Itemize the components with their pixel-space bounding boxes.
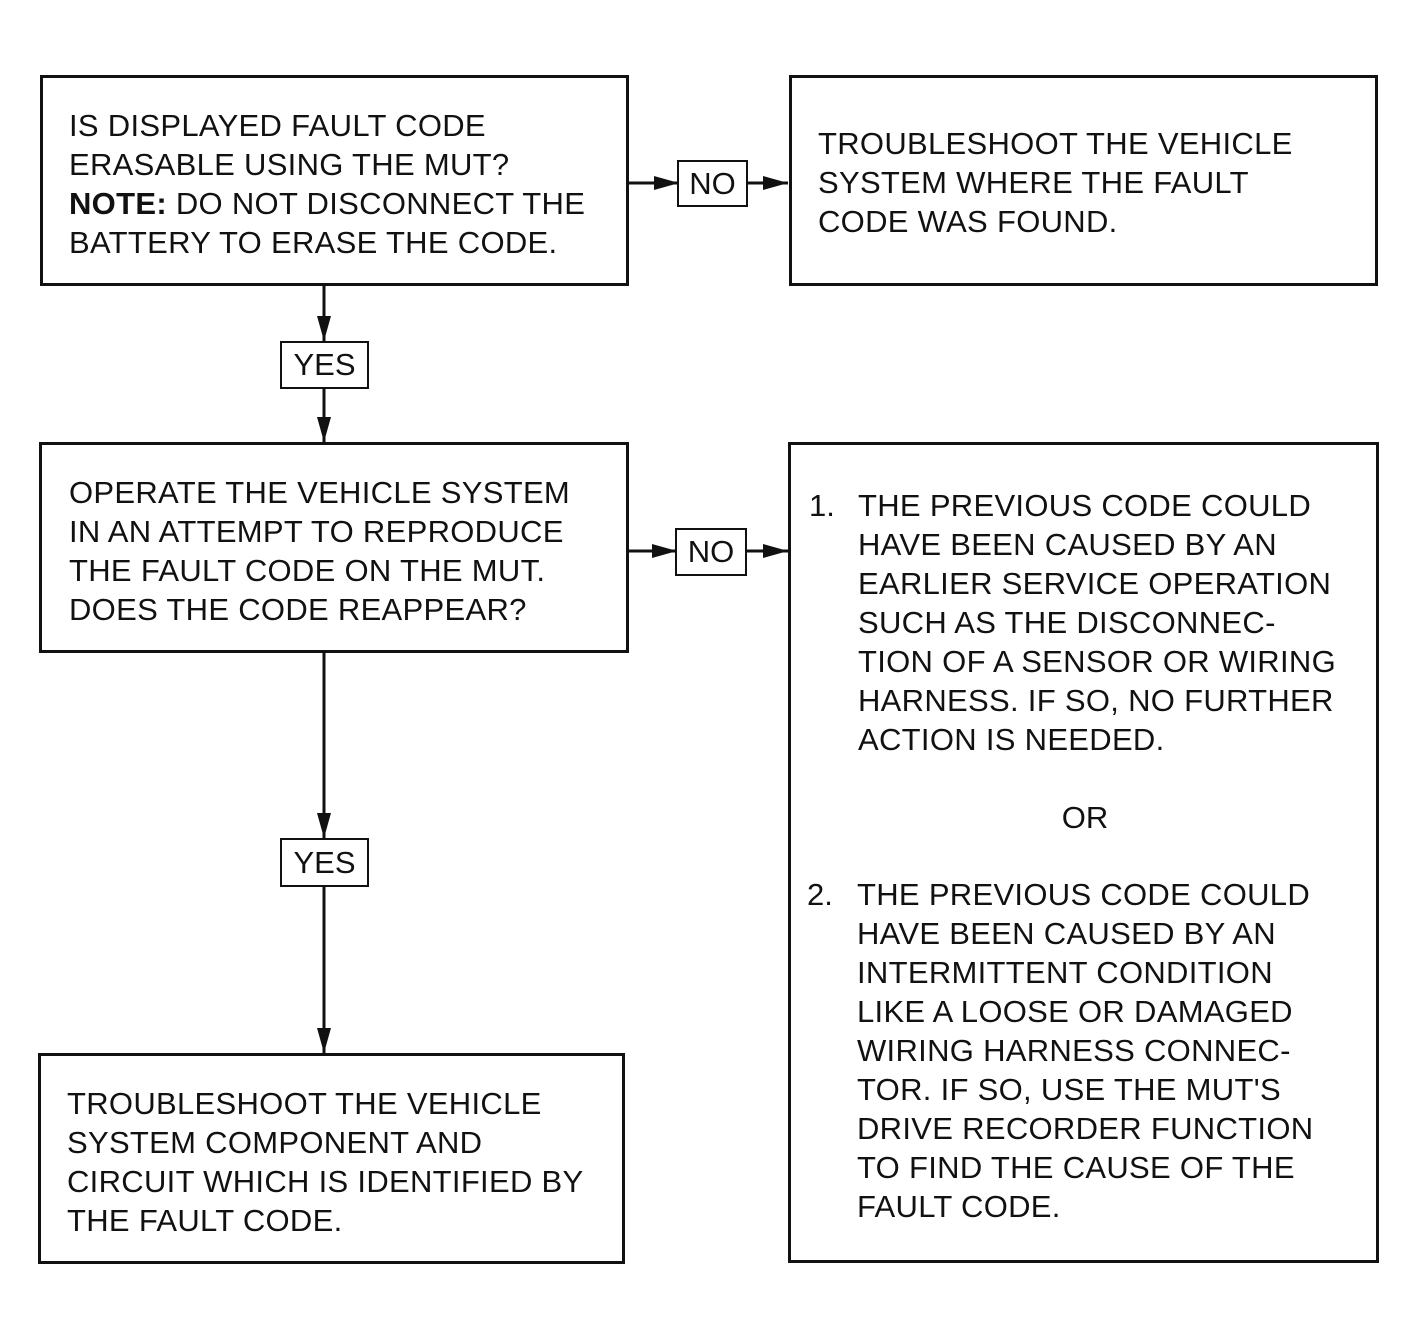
question-line: IN AN ATTEMPT TO REPRODUCE [69,514,564,549]
note-line: NOTE: DO NOT DISCONNECT THE [69,184,585,223]
label-yes-2: YES [280,838,369,887]
item-line: EARLIER SERVICE OPERATION [858,566,1332,601]
arrowhead-q2-yes-b [317,1028,331,1053]
result-line: SYSTEM COMPONENT AND [67,1125,483,1160]
question-box-erasable: IS DISPLAYED FAULT CODE ERASABLE USING T… [40,75,629,286]
item-body-2: THE PREVIOUS CODE COULD HAVE BEEN CAUSED… [857,875,1313,1226]
question-line: OPERATE THE VEHICLE SYSTEM [69,475,571,510]
result-box-troubleshoot-system-text: TROUBLESHOOT THE VEHICLE SYSTEM WHERE TH… [818,124,1293,241]
item-line: HAVE BEEN CAUSED BY AN [858,527,1277,562]
question-line: ERASABLE USING THE MUT? [69,147,510,182]
result-line: CODE WAS FOUND. [818,204,1118,239]
arrowhead-q1-no-b [763,176,788,190]
item-line: DRIVE RECORDER FUNCTION [857,1111,1314,1146]
note-text: DO NOT DISCONNECT THE [175,186,586,221]
result-box-previous-code: 1. THE PREVIOUS CODE COULD HAVE BEEN CAU… [788,442,1379,1263]
item-line: HARNESS. IF SO, NO FURTHER [858,683,1334,718]
item-body-1: THE PREVIOUS CODE COULD HAVE BEEN CAUSED… [858,486,1336,759]
item-line: TOR. IF SO, USE THE MUT'S [857,1072,1281,1107]
or-separator: OR [1061,800,1109,835]
item-line: FAULT CODE. [857,1189,1061,1224]
label-no-2: NO [675,528,747,576]
question-box-reproduce: OPERATE THE VEHICLE SYSTEM IN AN ATTEMPT… [39,442,629,653]
note-line-2: BATTERY TO ERASE THE CODE. [69,225,558,260]
item-line: THE PREVIOUS CODE COULD [857,877,1311,912]
result-line: CIRCUIT WHICH IS IDENTIFIED BY [67,1164,584,1199]
item-line: TO FIND THE CAUSE OF THE [857,1150,1295,1185]
question-box-erasable-text: IS DISPLAYED FAULT CODE ERASABLE USING T… [69,106,585,262]
item-line: LIKE A LOOSE OR DAMAGED [857,994,1293,1029]
arrowhead-q1-yes-a [317,316,331,341]
item-line: WIRING HARNESS CONNEC- [857,1033,1291,1068]
result-line: THE FAULT CODE. [67,1203,343,1238]
arrowhead-q2-no-a [652,544,677,558]
note-label: NOTE: [69,186,167,221]
item-line: INTERMITTENT CONDITION [857,955,1273,990]
result-line: TROUBLESHOOT THE VEHICLE [818,126,1293,161]
item-line: THE PREVIOUS CODE COULD [858,488,1312,523]
arrowhead-q2-no-b [763,544,788,558]
item-number-1: 1. [809,488,835,523]
result-line: TROUBLESHOOT THE VEHICLE [67,1086,542,1121]
result-box-troubleshoot-component: TROUBLESHOOT THE VEHICLE SYSTEM COMPONEN… [38,1053,625,1264]
arrowhead-q1-no-a [654,176,679,190]
item-line: TION OF A SENSOR OR WIRING [858,644,1337,679]
item-line: HAVE BEEN CAUSED BY AN [857,916,1276,951]
label-no-1: NO [677,160,748,207]
result-line: SYSTEM WHERE THE FAULT [818,165,1249,200]
question-line: THE FAULT CODE ON THE MUT. [69,553,546,588]
result-box-troubleshoot-system: TROUBLESHOOT THE VEHICLE SYSTEM WHERE TH… [789,75,1378,286]
item-line: SUCH AS THE DISCONNEC- [858,605,1276,640]
arrowhead-q1-yes-b [317,417,331,442]
question-box-reproduce-text: OPERATE THE VEHICLE SYSTEM IN AN ATTEMPT… [69,473,570,629]
item-number-2: 2. [807,877,833,912]
item-line: ACTION IS NEEDED. [858,722,1165,757]
label-yes-1: YES [280,341,369,389]
result-box-troubleshoot-component-text: TROUBLESHOOT THE VEHICLE SYSTEM COMPONEN… [67,1084,584,1240]
arrowhead-q2-yes-a [317,813,331,838]
question-line: IS DISPLAYED FAULT CODE [69,108,486,143]
question-line: DOES THE CODE REAPPEAR? [69,592,527,627]
